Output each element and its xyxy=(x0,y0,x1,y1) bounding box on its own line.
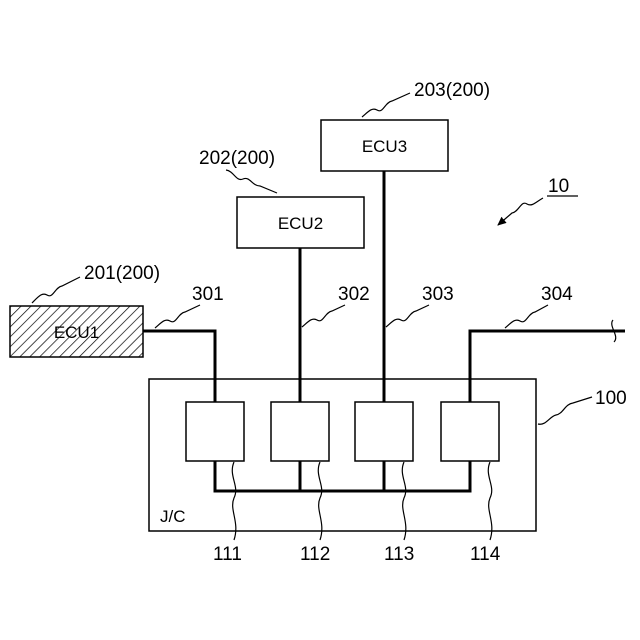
ecu3-ref-label: 203(200) xyxy=(414,80,490,101)
ecu1-node: ECU1 xyxy=(10,306,143,357)
line-304-leader xyxy=(505,305,548,328)
port-114-box xyxy=(441,402,499,461)
line-302-leader xyxy=(302,305,345,327)
port-111-box xyxy=(186,402,244,461)
ecu1-label: ECU1 xyxy=(54,323,99,342)
ecu3-ref-leader xyxy=(362,93,410,117)
port-112-label: 112 xyxy=(300,544,330,565)
line-301-leader xyxy=(155,305,200,328)
line-303-label: 303 xyxy=(422,284,454,305)
line-303-leader xyxy=(386,305,429,327)
port-113-box xyxy=(355,402,413,461)
port-112-box xyxy=(271,402,329,461)
line-301-label: 301 xyxy=(192,284,224,305)
ecu1-ref-label: 201(200) xyxy=(84,263,160,284)
line-302-label: 302 xyxy=(338,284,370,305)
ecu3-node: ECU3 xyxy=(321,120,448,171)
ecu2-label: ECU2 xyxy=(278,214,323,233)
junction-connector-label: J/C xyxy=(160,507,186,526)
ecu3-label: ECU3 xyxy=(362,137,407,156)
ecu2-node: ECU2 xyxy=(237,197,364,248)
port-114-label: 114 xyxy=(470,544,501,565)
junction-ref-label: 100 xyxy=(595,388,627,409)
port-111-label: 111 xyxy=(213,544,242,565)
ecu2-ref-label: 202(200) xyxy=(199,148,275,169)
ecu1-ref-leader xyxy=(32,277,80,303)
system-ref-label: 10 xyxy=(548,176,569,197)
ecu2-ref-leader xyxy=(226,170,277,193)
port-113-label: 113 xyxy=(384,544,414,565)
system-ref-arrow xyxy=(498,198,543,225)
junction-ref-leader xyxy=(538,397,592,424)
line-304-label: 304 xyxy=(541,284,573,305)
